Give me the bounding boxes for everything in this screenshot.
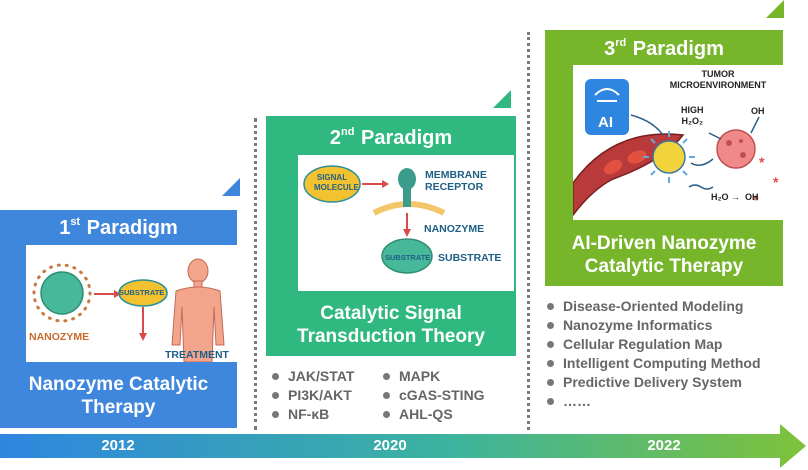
list-item: AHL-QS — [381, 405, 485, 424]
list-item: Cellular Regulation Map — [545, 335, 761, 354]
list-item: Intelligent Computing Method — [545, 354, 761, 373]
treatment-label: TREATMENT — [165, 349, 229, 361]
paradigm-3-caption: AI-Driven Nanozyme Catalytic Therapy — [571, 233, 757, 277]
substrate-label: SUBSTRATE — [438, 252, 502, 264]
year-2012: 2012 — [101, 437, 135, 454]
corner-triangle-1 — [222, 178, 240, 196]
membrane-receptor-icon — [398, 168, 416, 207]
oh-bottom-label: OH — [745, 192, 759, 202]
ai-label: AI — [598, 114, 613, 131]
corner-triangle-2 — [493, 90, 511, 108]
separator-2 — [527, 32, 530, 430]
paradigm-2-caption: Catalytic Signal Transduction Theory — [297, 303, 485, 347]
paradigm-1-panel: 1st Paradigm SUBSTRATE NANOZYME — [0, 210, 237, 428]
paradigm-1-illustration: SUBSTRATE NANOZYME TREATMENT — [26, 245, 237, 362]
tumor-cell-icon — [716, 129, 756, 169]
list-item: JAK/STAT — [270, 367, 354, 386]
oh-top-label: OH — [751, 106, 765, 116]
substrate-label: SUBSTRATE — [119, 288, 165, 297]
timeline-arrow — [0, 424, 806, 468]
nanozyme-particle-icon — [32, 263, 92, 323]
year-2020: 2020 — [373, 437, 407, 454]
list-item: Disease-Oriented Modeling — [545, 297, 761, 316]
corner-triangle-3 — [766, 0, 784, 18]
h2o-label: H₂O — [711, 192, 729, 202]
paradigm-1-caption: Nanozyme Catalytic Therapy — [28, 374, 209, 418]
substrate-circle-icon — [381, 238, 433, 274]
list-item: NF-κB — [270, 405, 354, 424]
substrate-ellipse-icon — [118, 279, 168, 307]
list-item: PI3K/AKT — [270, 386, 354, 405]
list-item: Predictive Delivery System — [545, 373, 761, 392]
reaction-arrow: → — [731, 192, 740, 202]
nanozyme-label: NANOZYME — [29, 331, 90, 343]
paradigm-1-title: 1st Paradigm — [59, 216, 178, 239]
nanozyme-label: NANOZYME — [424, 223, 485, 235]
substrate-circle-label: SUBSTRATE — [385, 253, 431, 262]
year-2022: 2022 — [647, 437, 681, 454]
list-item: cGAS-STING — [381, 386, 485, 405]
svg-text:*: * — [759, 154, 765, 170]
svg-text:*: * — [753, 192, 759, 208]
human-body-icon — [171, 258, 225, 362]
list-item: …… — [545, 392, 761, 411]
svg-text:*: * — [773, 174, 779, 190]
separator-1 — [254, 118, 257, 430]
list-item: Nanozyme Informatics — [545, 316, 761, 335]
paradigm-3-panel: 3rd Paradigm — [545, 30, 783, 286]
paradigm-2-title: 2nd Paradigm — [329, 126, 453, 149]
nanoparticle-icon — [643, 131, 695, 183]
paradigm-3-title: 3rd Paradigm — [604, 37, 724, 60]
list-item: MAPK — [381, 367, 485, 386]
signal-molecule-icon — [303, 165, 361, 203]
ai-method-list: Disease-Oriented Modeling Nanozyme Infor… — [545, 297, 761, 411]
pathway-list-left: JAK/STAT PI3K/AKT NF-κB — [270, 367, 354, 424]
pathway-list-right: MAPK cGAS-STING AHL-QS — [381, 367, 485, 424]
